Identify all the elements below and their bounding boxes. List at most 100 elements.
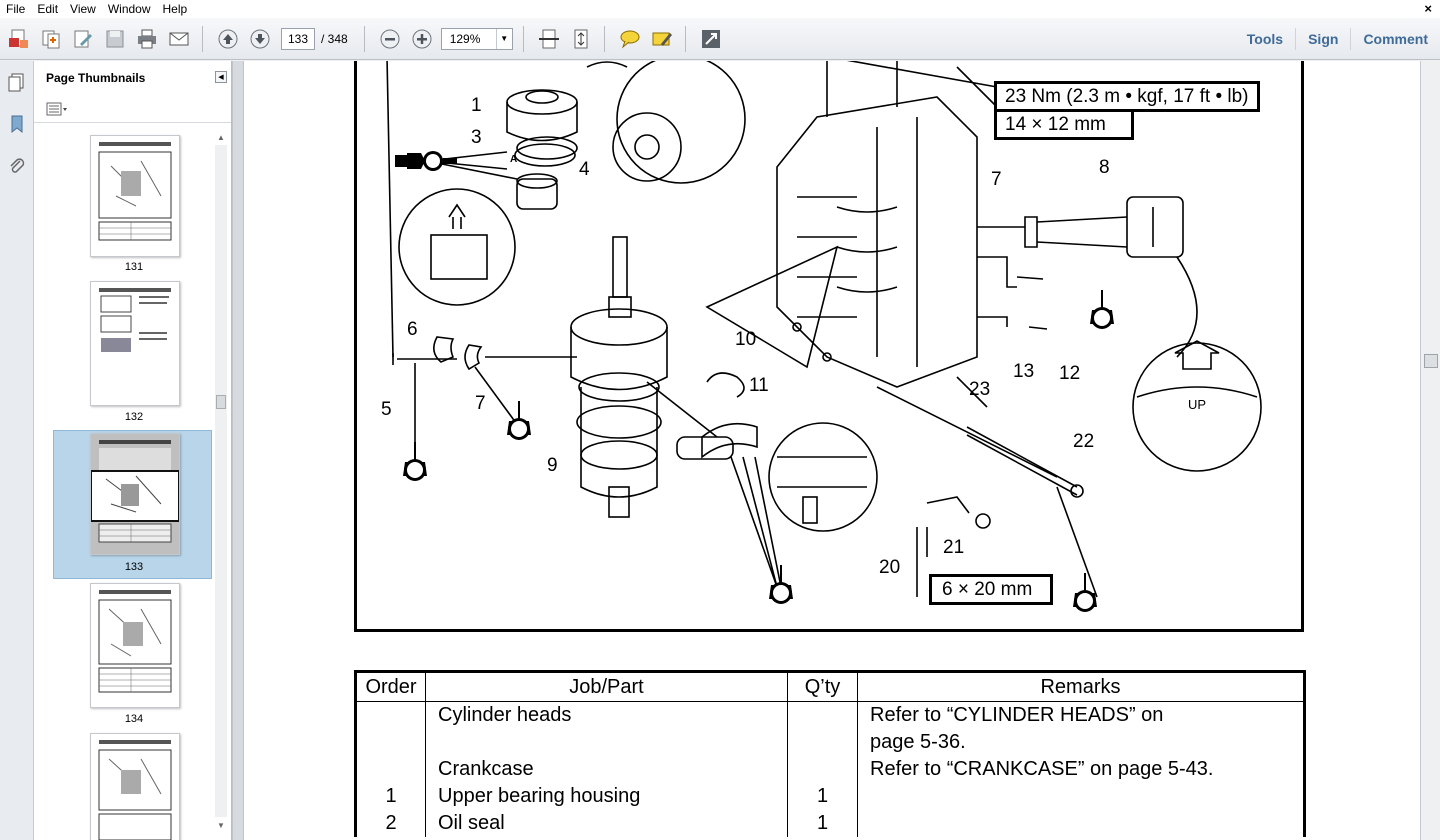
callout-21: 21 <box>943 537 965 558</box>
callout-1: 1 <box>471 95 482 116</box>
column-header-qty: Q’ty <box>787 671 858 702</box>
toolbar-right-links: Tools Sign Comment <box>1235 18 1440 60</box>
callout-3: 3 <box>471 127 482 148</box>
attachments-icon[interactable] <box>0 145 34 187</box>
column-header-order: Order <box>355 671 426 702</box>
menu-help[interactable]: Help <box>162 2 188 16</box>
previous-page-icon[interactable] <box>215 26 241 52</box>
document-scroll-thumb[interactable] <box>1424 354 1438 368</box>
cell-order <box>355 756 426 783</box>
email-icon[interactable] <box>166 26 192 52</box>
thumbnail-page[interactable] <box>90 433 180 555</box>
cell-remarks <box>857 783 1305 810</box>
page-total: / 348 <box>321 31 348 46</box>
tools-link[interactable]: Tools <box>1246 31 1284 47</box>
thumbnail-page[interactable] <box>90 733 180 840</box>
callout-4: 4 <box>579 159 590 180</box>
callout-9: 9 <box>547 455 558 476</box>
callout-10: 10 <box>735 329 757 350</box>
thumbnail-page[interactable] <box>90 583 180 708</box>
thumbnail-label: 133 <box>124 561 144 573</box>
up-label: UP <box>1188 397 1207 412</box>
thumbnail-options[interactable] <box>34 95 231 123</box>
thumbnail-list: 131 132 <box>34 131 214 840</box>
page-thumbnails-icon[interactable] <box>0 61 34 103</box>
table-row: Cylinder heads Refer to “CYLINDER HEADS”… <box>355 701 1305 756</box>
cell-remarks <box>857 810 1305 837</box>
toolbar-separator <box>202 25 203 52</box>
table-row: 1 Upper bearing housing 1 <box>355 783 1305 810</box>
zoom-out-icon[interactable] <box>377 26 403 52</box>
bookmarks-icon[interactable] <box>0 103 34 145</box>
cell-part: Upper bearing housing <box>425 783 788 810</box>
torque-spec-box: 23 Nm (2.3 m • kgf, 17 ft • lb) <box>994 81 1260 112</box>
column-header-job-part: Job/Part <box>425 671 788 702</box>
callout-12: 12 <box>1059 363 1081 384</box>
save-icon[interactable] <box>102 26 128 52</box>
thumbnail-page[interactable] <box>90 281 180 406</box>
bolt-size-spec-box: 14 × 12 mm <box>994 109 1134 140</box>
collapse-panel-icon[interactable]: ◀ <box>215 71 227 83</box>
callout-7-right: 7 <box>991 169 1002 190</box>
menu-view[interactable]: View <box>70 2 96 16</box>
full-screen-icon[interactable] <box>698 26 724 52</box>
thumbnail-scrollbar[interactable]: ▲ ▼ <box>215 131 227 831</box>
thumbnail-page[interactable] <box>90 135 180 257</box>
scroll-up-icon[interactable]: ▲ <box>217 132 225 142</box>
panel-title: Page Thumbnails ◀ <box>34 61 231 95</box>
callout-13: 13 <box>1013 361 1035 382</box>
close-icon[interactable]: × <box>1424 1 1432 16</box>
highlight-icon[interactable] <box>649 26 675 52</box>
fit-page-icon[interactable] <box>568 26 594 52</box>
parts-table: Order Job/Part Q’ty Remarks Cylinder hea… <box>354 670 1306 837</box>
engine-exploded-drawing <box>386 61 1262 612</box>
callout-8: 8 <box>1099 157 1110 178</box>
marker-a-letter: A <box>510 154 518 165</box>
document-scrollbar[interactable] <box>1420 61 1440 840</box>
document-view[interactable]: 1 3 4 6 5 7 9 10 11 7 8 13 12 23 22 21 2… <box>244 61 1420 840</box>
callout-23: 23 <box>969 379 991 400</box>
bolt-size-spec-box-2: 6 × 20 mm <box>929 574 1053 605</box>
callout-20: 20 <box>879 557 901 578</box>
cell-order <box>355 701 426 756</box>
combine-files-icon[interactable] <box>38 26 64 52</box>
zoom-select[interactable]: 129% ▼ <box>440 27 513 50</box>
panel-splitter[interactable] <box>232 61 244 840</box>
page-number-input[interactable]: 133 <box>281 27 315 50</box>
menu-file[interactable]: File <box>6 2 26 16</box>
cell-qty <box>787 756 858 783</box>
callout-22: 22 <box>1073 431 1095 452</box>
table-header-row: Order Job/Part Q’ty Remarks <box>355 671 1305 702</box>
sign-link[interactable]: Sign <box>1295 28 1350 50</box>
chevron-down-icon[interactable]: ▼ <box>495 28 512 49</box>
callout-11: 11 <box>749 375 769 396</box>
cell-part: Crankcase <box>425 756 788 783</box>
create-pdf-icon[interactable] <box>6 26 32 52</box>
thumbnail-label: 134 <box>124 713 144 725</box>
navigation-rail <box>0 61 34 840</box>
menu-bar: File Edit View Window Help × <box>0 0 1440 18</box>
comment-link[interactable]: Comment <box>1350 28 1440 50</box>
callout-5: 5 <box>381 399 392 420</box>
cell-order: 2 <box>355 810 426 837</box>
menu-edit[interactable]: Edit <box>37 2 59 16</box>
options-menu-icon[interactable] <box>46 102 68 116</box>
fit-width-icon[interactable] <box>536 26 562 52</box>
edit-document-icon[interactable] <box>70 26 96 52</box>
next-page-icon[interactable] <box>247 26 273 52</box>
print-icon[interactable] <box>134 26 160 52</box>
cell-qty: 1 <box>787 810 858 837</box>
scroll-thumb[interactable] <box>216 395 226 409</box>
callout-7: 7 <box>475 393 486 414</box>
cell-remarks: Refer to “CRANKCASE” on page 5-43. <box>857 756 1305 783</box>
table-row: Crankcase Refer to “CRANKCASE” on page 5… <box>355 756 1305 783</box>
zoom-in-icon[interactable] <box>409 26 435 52</box>
menu-window[interactable]: Window <box>107 2 151 16</box>
scroll-down-icon[interactable]: ▼ <box>217 820 225 830</box>
zoom-value: 129% <box>449 31 481 46</box>
toolbar-separator <box>684 25 686 52</box>
thumbnails-panel: Page Thumbnails ◀ 131 <box>34 61 232 840</box>
cell-remarks: Refer to “CYLINDER HEADS” on page 5-36. <box>857 701 1305 756</box>
comment-bubble-icon[interactable] <box>617 26 643 52</box>
scroll-track[interactable] <box>215 145 227 817</box>
